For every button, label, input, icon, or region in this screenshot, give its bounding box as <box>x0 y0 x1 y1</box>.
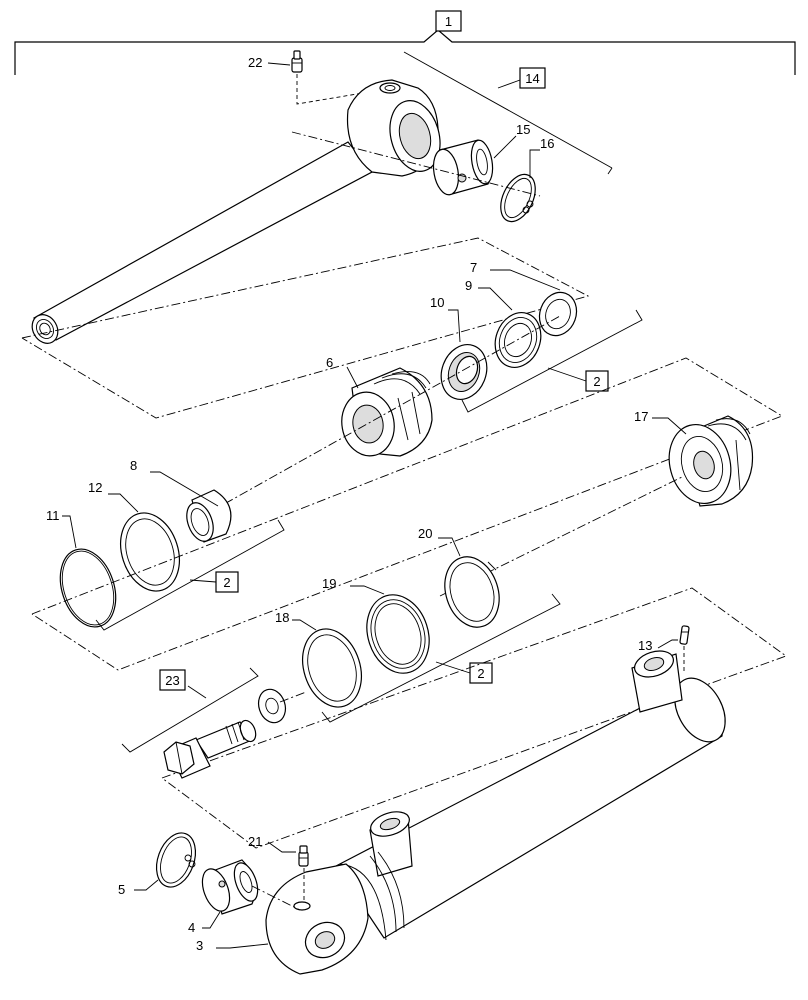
kit-2-left: 2 <box>95 519 285 631</box>
callout-11-label: 11 <box>46 508 60 523</box>
grease-fitting-13: 13 <box>638 625 690 672</box>
kit-2-upper: 2 <box>461 309 643 413</box>
piston-seal-boundary <box>31 357 784 671</box>
snap-ring-16: 16 <box>500 136 554 223</box>
callout-15-label: 15 <box>516 122 530 137</box>
kit-23: 23 <box>121 667 259 753</box>
callout-7-label: 7 <box>470 260 477 275</box>
ring-12: 12 <box>88 480 180 592</box>
callout-8-label: 8 <box>130 458 137 473</box>
snap-ring-5: 5 <box>118 832 197 897</box>
seal-19: 19 <box>322 576 430 674</box>
washer <box>257 688 307 724</box>
callout-5-label: 5 <box>118 882 125 897</box>
wear-ring-20: 20 <box>418 526 500 628</box>
grease-fitting-21: 21 <box>248 834 309 900</box>
callout-17-label: 17 <box>634 409 648 424</box>
piston-17: 17 <box>634 409 754 507</box>
callout-2-left-label: 2 <box>223 575 230 590</box>
piston-centerline <box>209 315 561 513</box>
barrel-3: 3 <box>196 650 726 975</box>
barrel-boundary <box>161 587 787 849</box>
kit-14: 14 <box>403 51 613 175</box>
callout-16-label: 16 <box>540 136 554 151</box>
gland-6: 6 <box>326 355 433 457</box>
callout-19-label: 19 <box>322 576 336 591</box>
bushing-8: 8 <box>130 458 232 543</box>
callout-1-label: 1 <box>445 14 452 29</box>
piston-rod <box>31 79 441 344</box>
o-ring-11: 11 <box>46 508 117 628</box>
seal-centerline <box>439 475 685 597</box>
callout-2-lower-label: 2 <box>477 666 484 681</box>
callout-18-label: 18 <box>275 610 289 625</box>
callout-14-label: 14 <box>525 71 539 86</box>
wiper-10: 10 <box>430 295 488 400</box>
callout-4-label: 4 <box>188 920 195 935</box>
callout-3-label: 3 <box>196 938 203 953</box>
callout-13-label: 13 <box>638 638 652 653</box>
bolt <box>163 719 257 779</box>
callout-22-label: 22 <box>248 55 262 70</box>
callout-1: 1 <box>435 10 462 32</box>
bushing-4: 4 <box>188 859 301 935</box>
callout-20-label: 20 <box>418 526 432 541</box>
callout-12-label: 12 <box>88 480 102 495</box>
seal-7: 7 <box>470 260 578 337</box>
callout-10-label: 10 <box>430 295 444 310</box>
rod-centerline <box>291 131 541 197</box>
callout-23-label: 23 <box>165 673 179 688</box>
callout-6-label: 6 <box>326 355 333 370</box>
callout-21-label: 21 <box>248 834 262 849</box>
kit-2-lower: 2 <box>321 593 561 723</box>
callout-9-label: 9 <box>465 278 472 293</box>
callout-2-upper-label: 2 <box>593 374 600 389</box>
piston-boundary <box>21 237 590 419</box>
ring-18: 18 <box>275 610 362 708</box>
